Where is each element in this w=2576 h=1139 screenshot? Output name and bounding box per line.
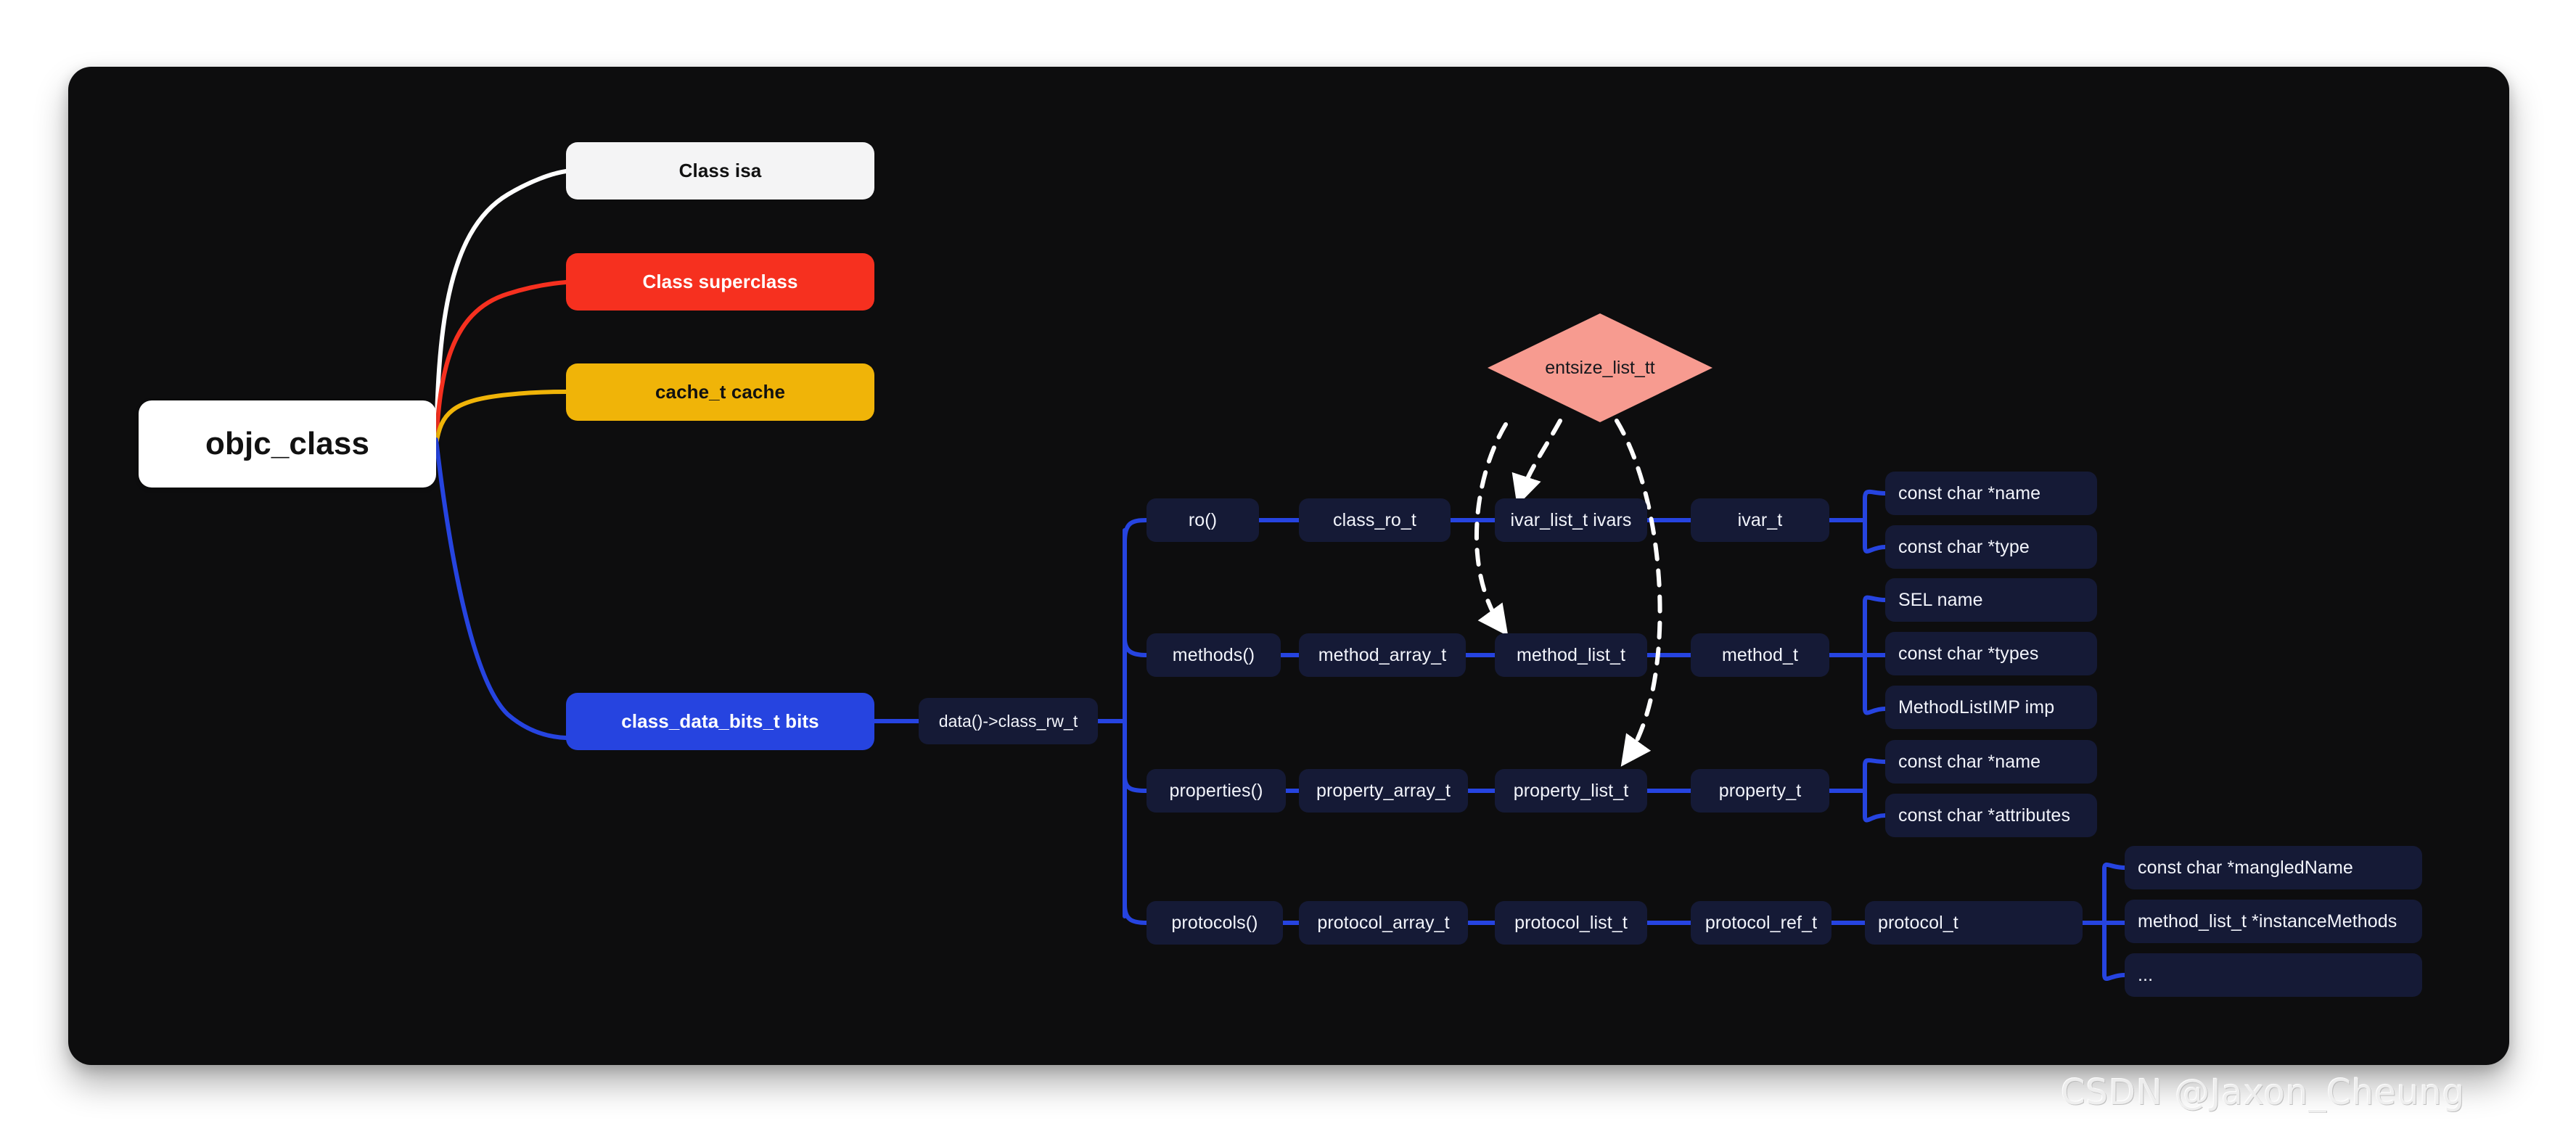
node-label: property_list_t (1513, 780, 1629, 801)
node-method-field-sel-name[interactable]: SEL name (1885, 578, 2097, 622)
node-objc-class[interactable]: objc_class (139, 400, 436, 488)
node-label: method_t (1721, 644, 1799, 665)
node-label: entsize_list_tt (1545, 357, 1655, 378)
node-class-data-bits-t-bits[interactable]: class_data_bits_t bits (566, 693, 874, 750)
node-label: ivar_t (1737, 509, 1783, 530)
node-class-ro-t[interactable]: class_ro_t (1299, 498, 1451, 542)
node-label: class_data_bits_t bits (621, 710, 819, 732)
node-label: method_list_t (1517, 644, 1625, 665)
node-label: const char *types (1898, 643, 2039, 664)
node-property-list-t[interactable]: property_list_t (1495, 769, 1647, 813)
node-protocols-accessor[interactable]: protocols() (1147, 901, 1283, 945)
node-label: const char *name (1898, 751, 2041, 772)
node-label: ro() (1188, 509, 1218, 530)
node-method-list-t[interactable]: method_list_t (1495, 633, 1647, 677)
node-label: class_ro_t (1333, 509, 1416, 530)
node-protocol-field-ellipsis[interactable]: ... (2125, 953, 2422, 997)
node-protocol-list-t[interactable]: protocol_list_t (1495, 901, 1647, 945)
node-label: data()->class_rw_t (938, 711, 1078, 731)
node-label: methods() (1172, 644, 1255, 665)
node-data-class-rw-t[interactable]: data()->class_rw_t (919, 698, 1098, 744)
node-label: const char *mangledName (2138, 857, 2353, 878)
node-label: const char *attributes (1898, 805, 2071, 826)
node-protocol-t[interactable]: protocol_t (1865, 901, 2083, 945)
node-cache-t-cache[interactable]: cache_t cache (566, 363, 874, 421)
node-ivar-t[interactable]: ivar_t (1691, 498, 1829, 542)
node-label: property_array_t (1316, 780, 1451, 801)
node-protocol-array-t[interactable]: protocol_array_t (1299, 901, 1468, 945)
node-ro-accessor[interactable]: ro() (1147, 498, 1259, 542)
node-label: const char *name (1898, 482, 2041, 503)
node-label: SEL name (1898, 589, 1983, 610)
node-label: objc_class (205, 426, 370, 461)
node-property-field-attributes[interactable]: const char *attributes (1885, 794, 2097, 837)
node-label: method_array_t (1318, 644, 1447, 665)
node-ivar-field-name[interactable]: const char *name (1885, 472, 2097, 515)
node-label: protocol_list_t (1514, 912, 1628, 933)
node-label: protocols() (1171, 912, 1258, 933)
node-property-field-name[interactable]: const char *name (1885, 740, 2097, 784)
node-label: method_list_t *instanceMethods (2138, 910, 2397, 932)
watermark-text: CSDN @Jaxon_Cheung (2061, 1072, 2466, 1113)
node-protocol-ref-t[interactable]: protocol_ref_t (1691, 901, 1831, 945)
node-label: protocol_array_t (1317, 912, 1450, 933)
node-label: const char *type (1898, 536, 2030, 557)
node-entsize-list-tt[interactable]: entsize_list_tt (1488, 313, 1712, 422)
node-protocol-field-mangled-name[interactable]: const char *mangledName (2125, 846, 2422, 889)
node-class-isa[interactable]: Class isa (566, 142, 874, 200)
node-label: protocol_t (1878, 912, 1958, 933)
node-method-t[interactable]: method_t (1691, 633, 1829, 677)
node-label: Class isa (678, 160, 762, 181)
node-method-array-t[interactable]: method_array_t (1299, 633, 1466, 677)
node-ivar-list-t-ivars[interactable]: ivar_list_t ivars (1495, 498, 1647, 542)
node-method-field-types[interactable]: const char *types (1885, 632, 2097, 675)
node-ivar-field-type[interactable]: const char *type (1885, 525, 2097, 569)
node-label: Class superclass (642, 271, 798, 292)
node-class-superclass[interactable]: Class superclass (566, 253, 874, 311)
node-property-t[interactable]: property_t (1691, 769, 1829, 813)
node-label: protocol_ref_t (1705, 912, 1818, 933)
node-properties-accessor[interactable]: properties() (1147, 769, 1286, 813)
node-method-field-imp[interactable]: MethodListIMP imp (1885, 686, 2097, 729)
node-label: properties() (1169, 780, 1263, 801)
node-label: property_t (1718, 780, 1802, 801)
node-label: cache_t cache (655, 381, 786, 403)
node-property-array-t[interactable]: property_array_t (1299, 769, 1468, 813)
node-label: MethodListIMP imp (1898, 696, 2055, 717)
node-label: ... (2138, 964, 2154, 985)
node-protocol-field-instance-methods[interactable]: method_list_t *instanceMethods (2125, 900, 2422, 943)
node-label: ivar_list_t ivars (1510, 509, 1632, 530)
node-methods-accessor[interactable]: methods() (1147, 633, 1281, 677)
